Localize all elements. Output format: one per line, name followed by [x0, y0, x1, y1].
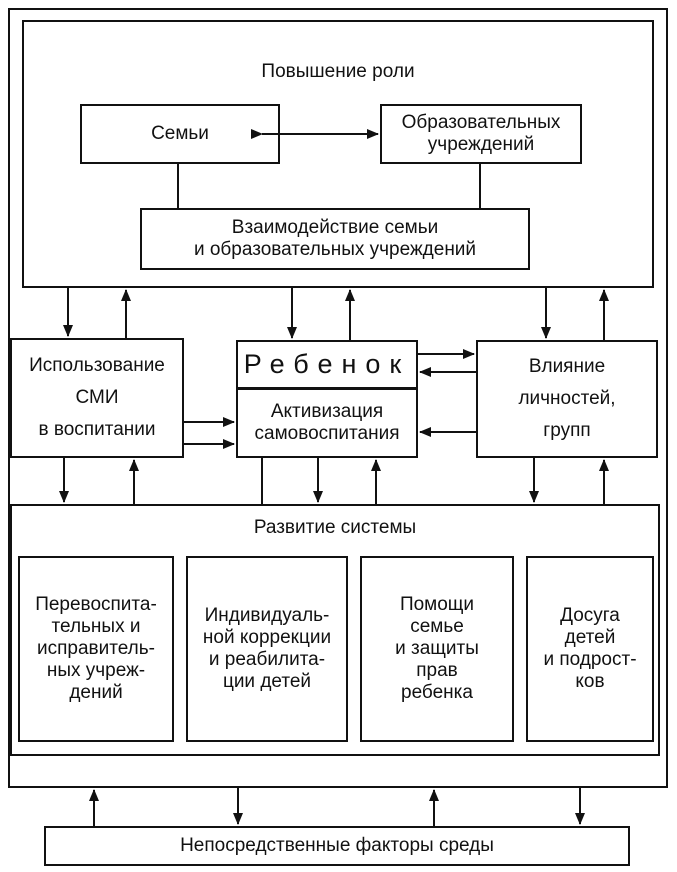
self-education-label: Активизация самовоспитания	[254, 401, 400, 444]
child-divider	[236, 387, 418, 390]
media-label: Использование СМИ в воспитании	[29, 355, 165, 440]
role-group-title: Повышение роли	[261, 61, 415, 82]
system-item-correction-institutions-label: Перевоспита- тельных и исправитель- ных …	[35, 594, 157, 703]
system-item-individual-correction	[186, 556, 348, 742]
edu-institutions-box	[380, 104, 582, 164]
child-label: Ребенок	[243, 349, 411, 379]
family-box	[80, 104, 280, 164]
system-item-leisure	[526, 556, 654, 742]
child-box	[236, 340, 418, 458]
system-item-leisure-label: Досуга детей и подрост- ков	[543, 605, 637, 692]
influence-label: Влияние личностей, групп	[518, 356, 616, 441]
environment-label: Непосредственные факторы среды	[180, 835, 494, 856]
family-label: Семьи	[151, 123, 209, 144]
edu-institutions-label: Образовательных учреждений	[401, 112, 561, 155]
system-item-family-help	[360, 556, 514, 742]
system-item-correction-institutions	[18, 556, 174, 742]
system-item-individual-correction-label: Индивидуаль- ной коррекции и реабилита- …	[202, 605, 332, 692]
system-item-family-help-label: Помощи семье и защиты прав ребенка	[395, 594, 479, 703]
environment-box	[44, 826, 630, 866]
interaction-label: Взаимодействие семьи и образовательных у…	[193, 217, 477, 260]
influence-box	[476, 340, 658, 458]
interaction-box	[140, 208, 530, 270]
system-group-title: Развитие системы	[253, 517, 417, 538]
media-box	[10, 338, 184, 458]
